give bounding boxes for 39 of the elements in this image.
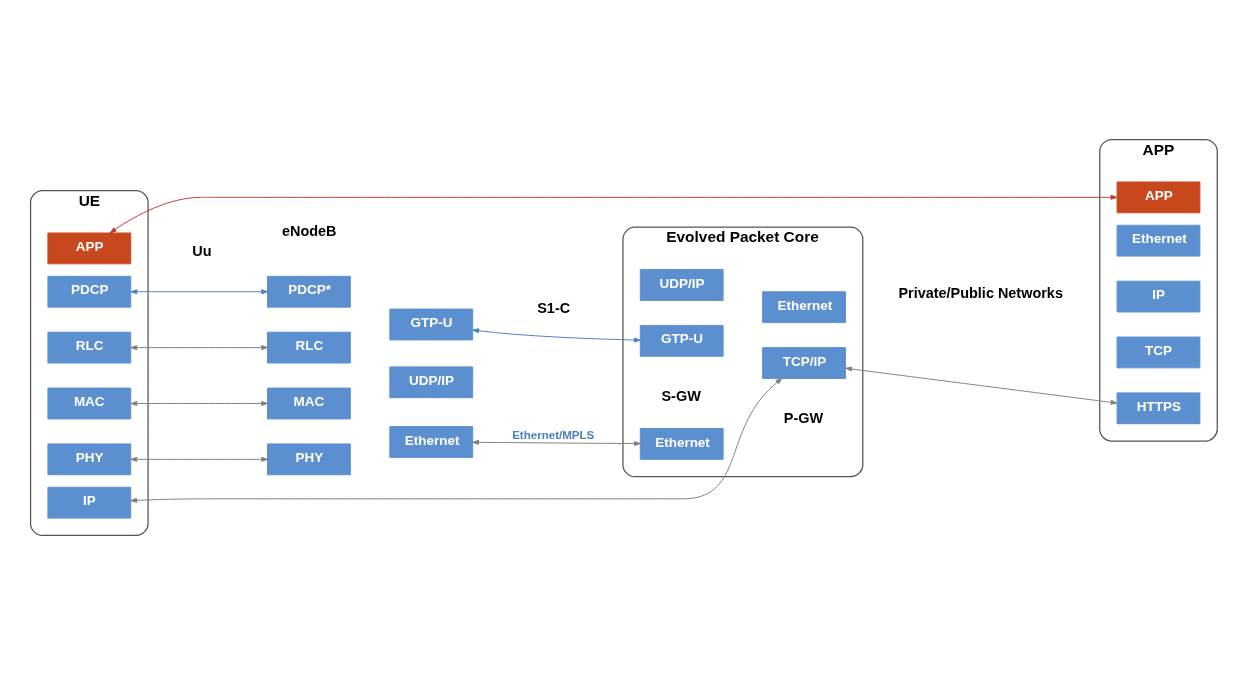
node-box: HTTPS [1116,392,1201,425]
node-box: Ethernet [639,428,724,460]
node-box: TCP [1116,336,1201,369]
arrow [109,194,1118,234]
label: Private/Public Networks [898,285,1063,302]
node-box: GTP-U [389,308,474,341]
node-box: IP [47,486,132,519]
arrow [130,289,268,295]
node-box: Ethernet [1116,224,1201,257]
arrow [130,378,783,503]
node-box: MAC [47,387,132,420]
node-box: IP [1116,280,1201,313]
label: S-GW [661,388,701,405]
node-box: PHY [47,443,132,476]
arrow [130,345,268,351]
node-box: TCP/IP [762,347,846,379]
node-box: MAC [267,387,351,420]
node-box: APP [47,232,132,265]
node-box: UDP/IP [389,366,474,399]
label: eNodeB [281,223,337,240]
arrow [472,439,641,447]
edge-label: Ethernet/MPLS [512,428,595,441]
node-box: PHY [267,443,351,476]
node-box: GTP-U [639,324,724,357]
node-box: RLC [267,331,351,364]
node-box: PDCP [47,275,132,308]
label: S1-C [537,300,571,317]
node-box: Ethernet [762,291,846,324]
node-box: PDCP* [267,275,351,308]
node-box: UDP/IP [639,269,724,301]
node-box: Ethernet [389,426,474,458]
arrow [130,456,268,462]
arrow [130,400,268,406]
arrow [845,366,1118,405]
node-box: APP [1116,181,1201,214]
arrow [472,328,641,343]
label: Uu [192,242,212,259]
node-box: RLC [47,331,132,364]
label: P-GW [783,410,824,427]
